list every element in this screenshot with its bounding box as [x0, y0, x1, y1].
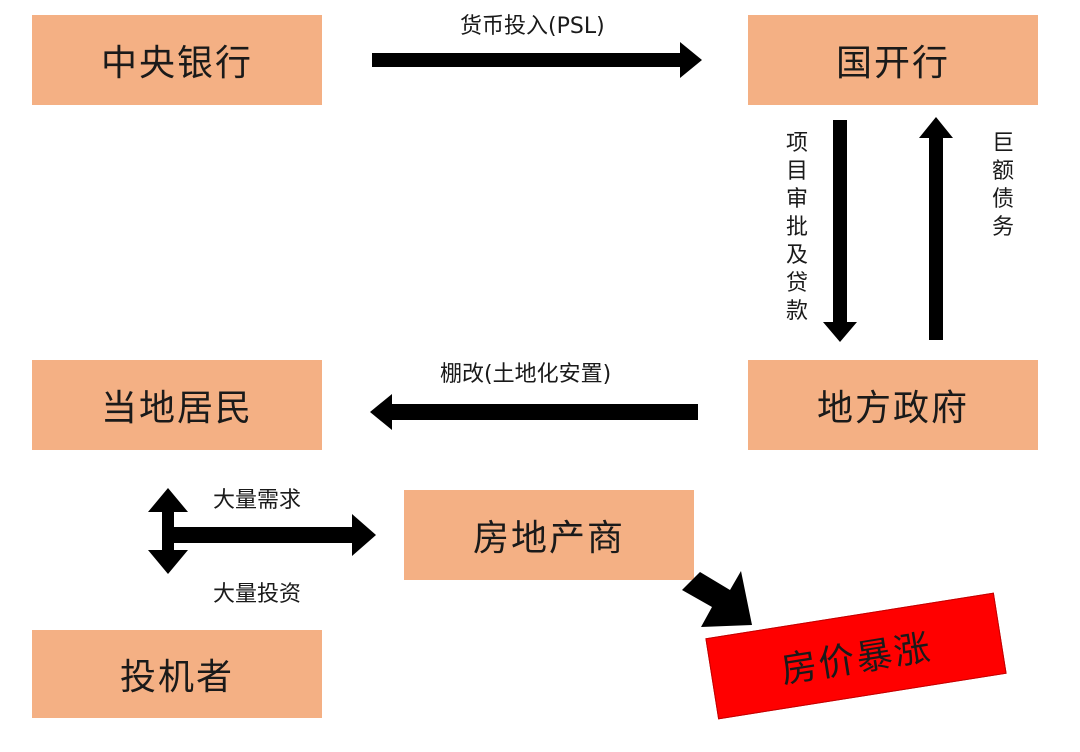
psl-label: 货币投入(PSL) — [460, 14, 605, 39]
cdb-node: 国开行 — [748, 15, 1038, 105]
arrow-approval-loans-shape — [823, 120, 857, 342]
speculators-node: 投机者 — [32, 630, 322, 718]
arrow-psl-shape — [372, 42, 702, 78]
local-government-node: 地方政府 — [748, 360, 1038, 450]
huge-debt-label: 巨额债务 — [991, 131, 1014, 240]
local-residents-node: 当地居民 — [32, 360, 322, 450]
arrow-to-developer-shape — [168, 514, 376, 556]
developer-label: 房地产商 — [472, 518, 625, 559]
arrow-huge-debt-shape — [919, 117, 953, 340]
investment-label: 大量投资 — [213, 582, 302, 607]
cdb-label: 国开行 — [835, 43, 950, 84]
local-government-label: 地方政府 — [816, 388, 969, 429]
developer-node: 房地产商 — [404, 490, 694, 580]
demand-label: 大量需求 — [213, 488, 302, 513]
shantytown-label: 棚改(土地化安置) — [440, 362, 612, 387]
approval-loans-label: 项目审批及贷款 — [785, 131, 808, 324]
speculators-label: 投机者 — [119, 657, 234, 698]
arrow-price-surge-shape — [682, 571, 752, 627]
local-residents-label: 当地居民 — [100, 388, 253, 429]
central-bank-node: 中央银行 — [32, 15, 322, 105]
arrow-shantytown-shape — [370, 394, 698, 430]
central-bank-label: 中央银行 — [100, 43, 253, 84]
